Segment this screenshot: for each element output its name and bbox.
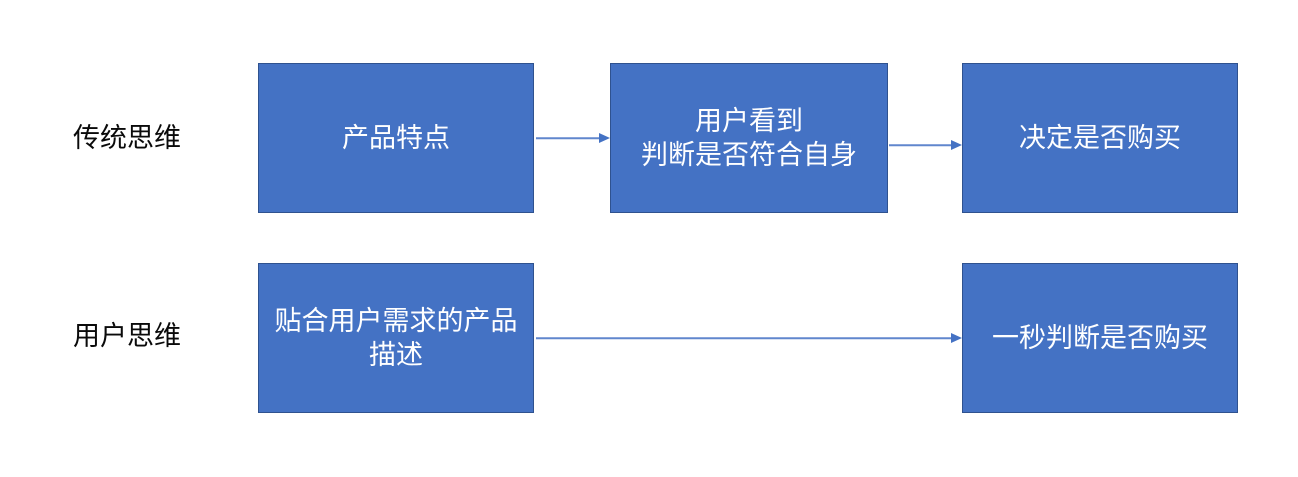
- flow-box-decide-purchase: 决定是否购买: [962, 63, 1238, 213]
- arrow-features-to-user-sees: [536, 132, 610, 144]
- row-label-traditional-thinking: 传统思维: [73, 123, 181, 153]
- arrowhead-right-icon: [951, 140, 962, 150]
- arrow-line: [889, 144, 953, 146]
- flow-box-one-second-judgment: 一秒判断是否购买: [962, 263, 1238, 413]
- flow-box-one-second-judgment-text: 一秒判断是否购买: [992, 323, 1208, 353]
- flow-box-product-features-text: 产品特点: [342, 123, 450, 153]
- arrow-user-sees-to-decide: [889, 139, 962, 151]
- flow-box-user-sees-judges-text: 用户看到 判断是否符合自身: [641, 106, 857, 170]
- arrowhead-right-icon: [951, 333, 962, 343]
- flow-box-decide-purchase-text: 决定是否购买: [1019, 123, 1181, 153]
- arrow-description-to-one-second: [536, 332, 962, 344]
- flow-box-user-sees-judges: 用户看到 判断是否符合自身: [610, 63, 888, 213]
- flow-box-product-features: 产品特点: [258, 63, 534, 213]
- arrow-line: [536, 337, 953, 339]
- flow-box-user-need-description-text: 贴合用户需求的产品 描述: [274, 306, 518, 370]
- arrow-line: [536, 137, 601, 139]
- arrowhead-right-icon: [599, 133, 610, 143]
- flow-box-user-need-description: 贴合用户需求的产品 描述: [258, 263, 534, 413]
- row-label-user-thinking: 用户思维: [73, 321, 181, 351]
